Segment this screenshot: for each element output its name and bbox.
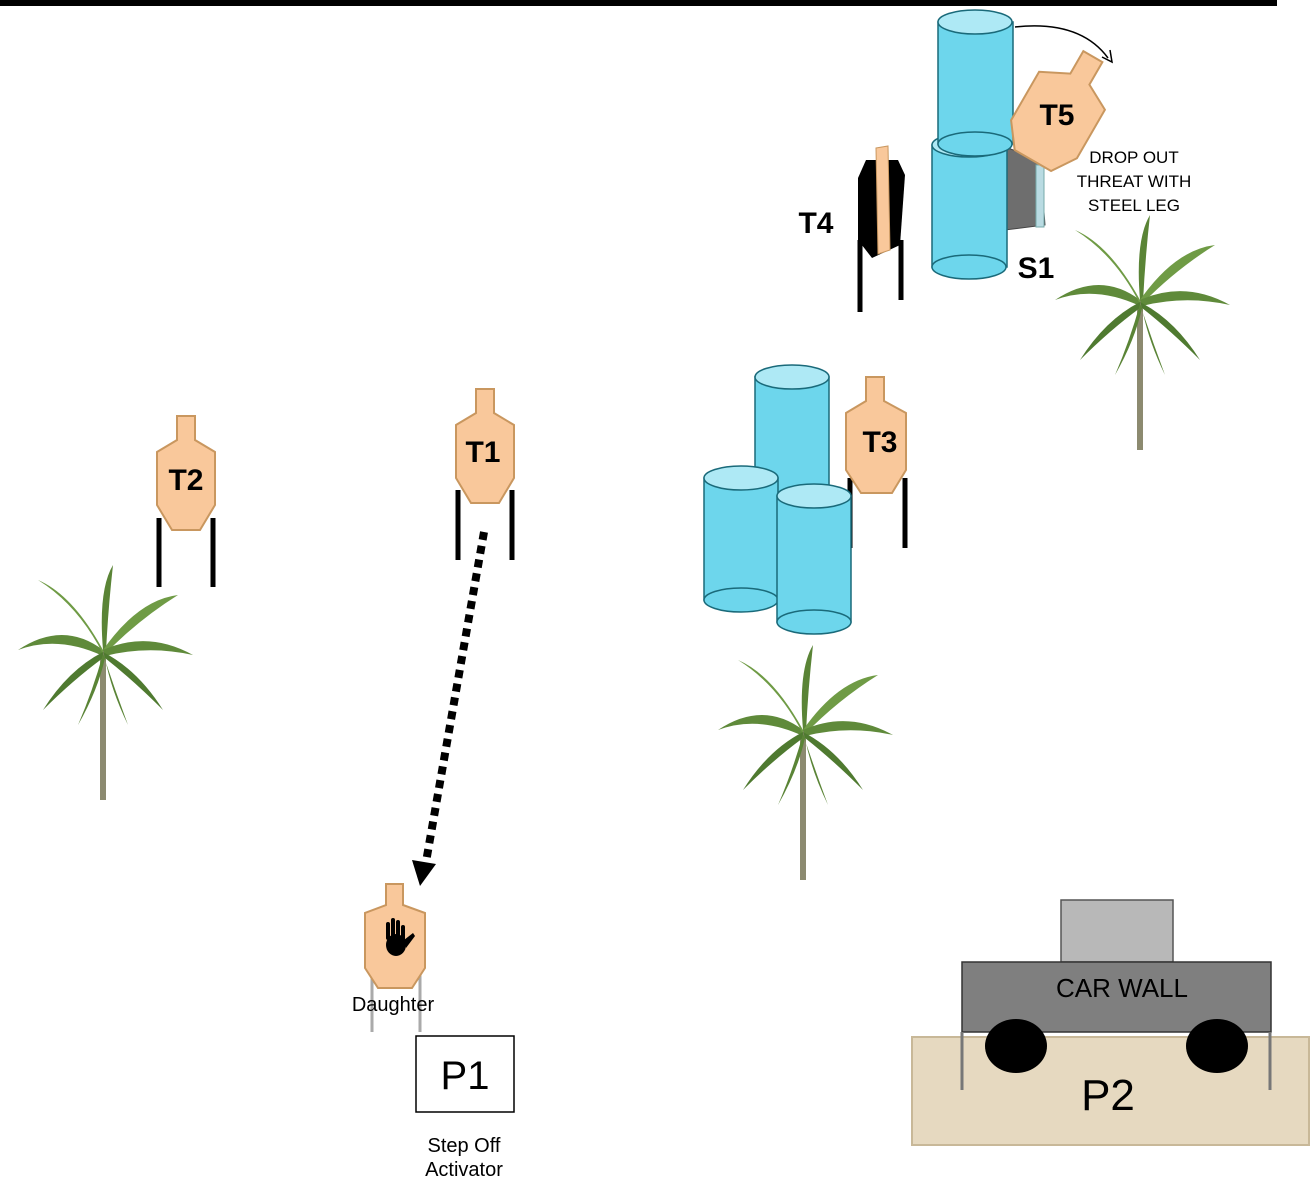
movement-arrow — [412, 531, 488, 886]
steel-s1-label: S1 — [1018, 252, 1055, 285]
barrel-icon — [703, 465, 779, 613]
position-p2-label: P2 — [1081, 1071, 1135, 1120]
target-t3: T3 — [845, 376, 908, 548]
barrel-icon — [937, 9, 1014, 157]
steel-s1: S1 — [999, 144, 1055, 285]
drop-out-note-line2: THREAT WITH — [1077, 172, 1192, 191]
palm-tree-icon — [1055, 215, 1230, 450]
target-t3-label: T3 — [862, 426, 897, 459]
swing-arrow — [1014, 25, 1113, 64]
position-p1: P1 — [415, 1035, 515, 1113]
car-wheel-icon — [1186, 1019, 1248, 1073]
car-wall-label: CAR WALL — [1056, 973, 1188, 1003]
hand-icon — [386, 918, 415, 956]
step-off-activator-line1: Step Off — [427, 1135, 500, 1157]
drop-out-note-line3: STEEL LEG — [1088, 196, 1180, 215]
target-t5 — [1010, 49, 1107, 173]
barrel-icon — [776, 483, 852, 635]
drop-out-note-line1: DROP OUT — [1089, 148, 1178, 167]
step-off-activator-line2: Activator — [425, 1159, 503, 1181]
target-t1-label: T1 — [465, 436, 500, 469]
car-wall: CAR WALL P2 — [911, 899, 1310, 1146]
target-t4: T4 — [798, 145, 905, 312]
top-border — [0, 0, 1277, 6]
barrel-stack — [931, 9, 1014, 280]
target-t2-label: T2 — [168, 464, 203, 497]
no-shoot-label: Daughter — [352, 994, 435, 1016]
target-t5-label: T5 — [1039, 99, 1074, 132]
palm-tree-icon — [718, 645, 893, 880]
palm-tree-icon — [18, 565, 193, 800]
target-t1: T1 — [455, 388, 515, 560]
no-shoot-daughter: Daughter — [352, 883, 435, 1032]
position-p2-area — [911, 1036, 1310, 1146]
barrel-cluster — [703, 364, 852, 635]
position-p1-label: P1 — [441, 1054, 490, 1098]
car-wheel-icon — [985, 1019, 1047, 1073]
target-t2: T2 — [156, 415, 216, 587]
target-t4-label: T4 — [798, 207, 833, 240]
